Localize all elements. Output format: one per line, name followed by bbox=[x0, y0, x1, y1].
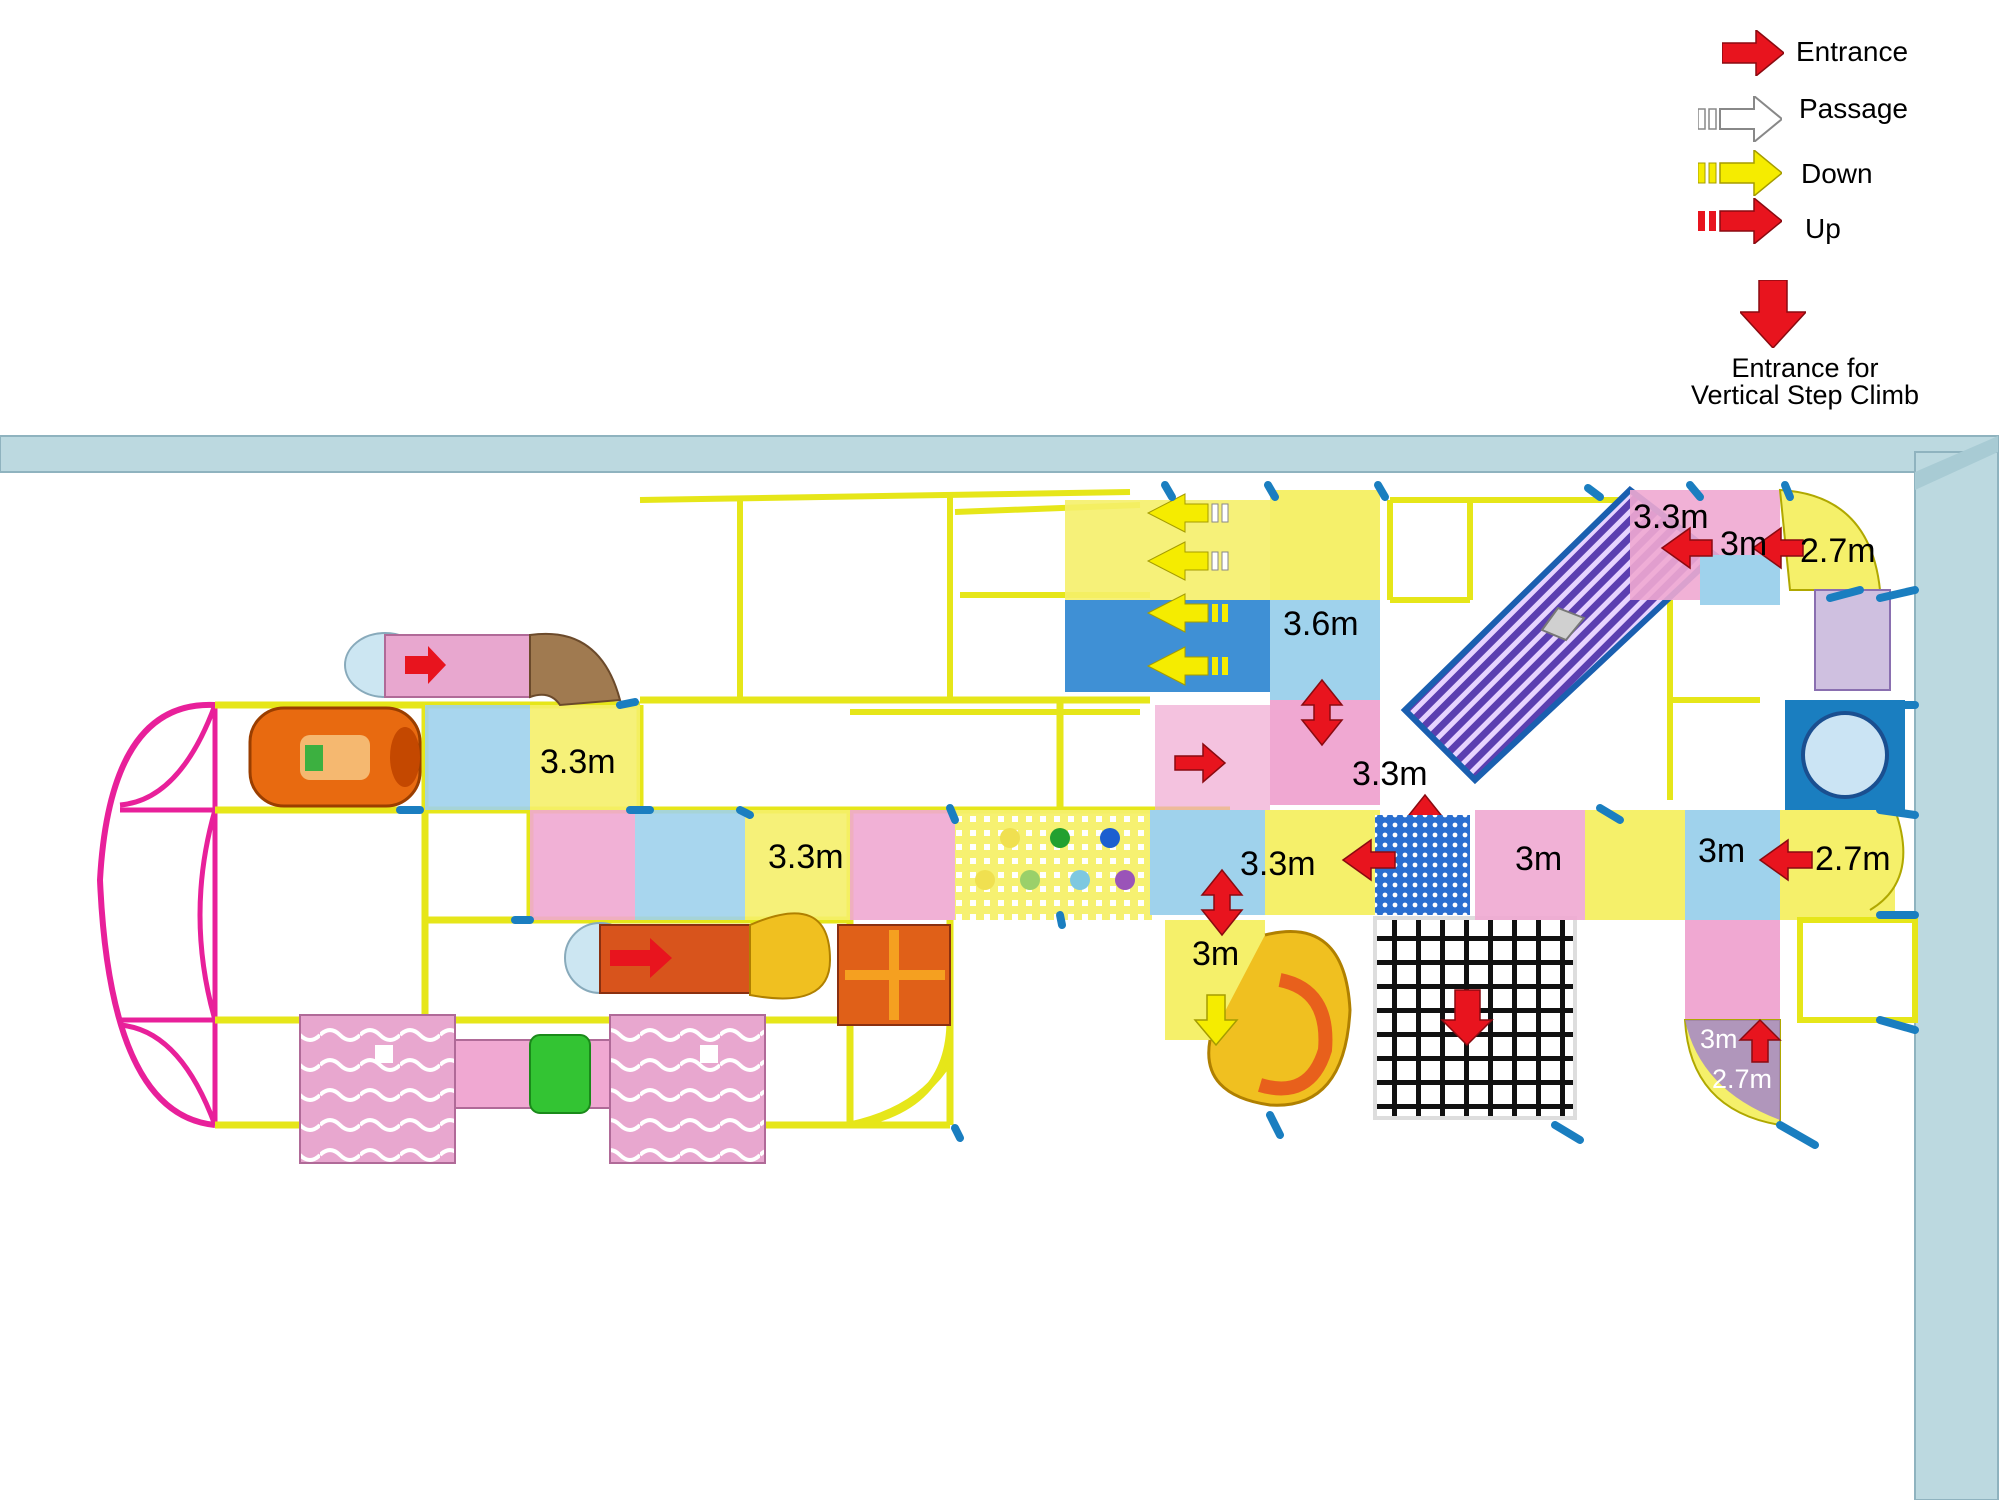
vertical-step-climb-arrow-icon bbox=[1740, 280, 1806, 348]
height-label: 3.6m bbox=[1283, 605, 1359, 643]
legend-up-label: Up bbox=[1805, 213, 1841, 244]
up-arrow-icon bbox=[1698, 198, 1782, 244]
height-label: 3.3m bbox=[768, 838, 844, 876]
height-label: 3.3m bbox=[1352, 755, 1428, 793]
slide-down-arrows bbox=[1146, 493, 1229, 686]
height-label-small: 2.7m bbox=[1712, 1064, 1772, 1094]
height-label: 3m bbox=[1515, 840, 1562, 878]
legend-passage-label: Passage bbox=[1799, 93, 1908, 124]
height-label: 3m bbox=[1720, 525, 1767, 563]
height-label: 2.7m bbox=[1800, 532, 1876, 570]
room-panels-left bbox=[425, 705, 1155, 920]
bumper-posts bbox=[396, 481, 1919, 1149]
legend-down-label: Down bbox=[1801, 158, 1873, 189]
entrance-arrows-right bbox=[1174, 526, 1813, 1063]
legend-vertical-line1: Entrance for bbox=[1731, 353, 1879, 383]
spiral-slide bbox=[1193, 930, 1352, 1107]
height-label: 3m bbox=[1698, 832, 1745, 870]
height-label: 3.3m bbox=[540, 743, 616, 781]
height-label: 2.7m bbox=[1815, 840, 1891, 878]
down-arrow-icon bbox=[1698, 150, 1782, 196]
height-label: 3m bbox=[1192, 935, 1239, 973]
height-labels: 3.3m 3.3m 3.6m 3.3m 3.3m 3m 3m 3m 3m 2.7… bbox=[540, 498, 1891, 1094]
car-structure-left bbox=[96, 701, 218, 1128]
net-climb bbox=[1373, 815, 1577, 1120]
legend-vertical-step-climb-caption: Entrance for Vertical Step Climb bbox=[1680, 355, 1930, 409]
height-label-small: 3m bbox=[1700, 1024, 1738, 1054]
legend-vertical-line2: Vertical Step Climb bbox=[1690, 380, 1920, 410]
height-label: 3.3m bbox=[1633, 498, 1709, 536]
entrance-arrow-icon bbox=[1722, 30, 1784, 76]
room-walls bbox=[0, 435, 1999, 1500]
tunnel-lower-left bbox=[564, 912, 951, 1026]
bottom-rooms-left bbox=[299, 1014, 766, 1164]
height-label: 3.3m bbox=[1240, 845, 1316, 883]
tunnel-top-left bbox=[344, 632, 622, 707]
legend-entrance-label: Entrance bbox=[1796, 36, 1909, 67]
passage-arrow-icon bbox=[1698, 96, 1782, 142]
car-toy bbox=[248, 706, 422, 808]
